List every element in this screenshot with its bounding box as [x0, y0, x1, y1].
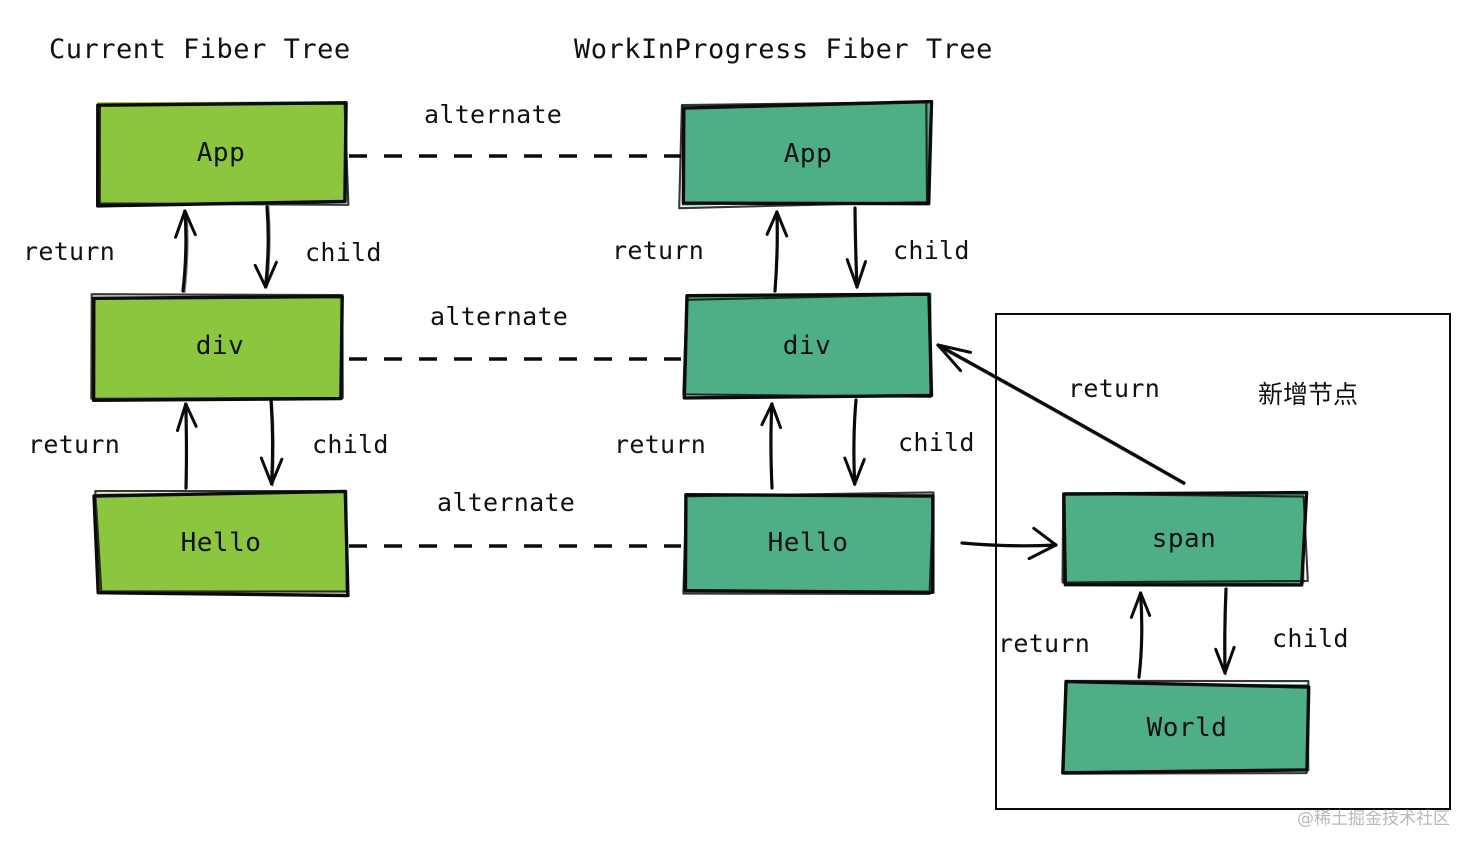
fiber-node-hello[interactable]: Hello	[684, 492, 932, 593]
alternate-label-2: alternate	[437, 488, 576, 517]
wip-edge-label-child-1: child	[893, 236, 970, 265]
return-arrow-up	[176, 402, 198, 491]
current-edge-label-child-1: child	[305, 238, 382, 267]
current-edge-label-return-0: return	[23, 237, 116, 266]
fiber-node-label: World	[1146, 712, 1228, 743]
return-arrow-up	[765, 210, 789, 293]
new-group-edge-label-child-2: child	[1272, 624, 1349, 653]
title-current-fiber-tree: Current Fiber Tree	[49, 34, 351, 65]
fiber-node-app[interactable]: App	[684, 103, 932, 204]
fiber-node-world[interactable]: World	[1065, 681, 1309, 774]
fiber-node-label: App	[783, 138, 833, 169]
fiber-node-div[interactable]: div	[96, 295, 344, 396]
fiber-node-label: Hello	[767, 527, 849, 558]
wip-edge-label-return-0: return	[612, 236, 705, 265]
fiber-node-div[interactable]: div	[683, 295, 931, 396]
new-group-edge-label-return-0: return	[1068, 374, 1161, 403]
return-arrow-up	[174, 209, 197, 294]
fiber-node-label: App	[196, 137, 246, 168]
child-arrow-down	[843, 398, 866, 487]
wip-edge-label-child-3: child	[898, 428, 975, 457]
new-nodes-caption: 新增节点	[1258, 380, 1359, 409]
current-edge-label-return-2: return	[28, 430, 121, 459]
child-arrow-down	[253, 205, 278, 289]
new-group-edge-label-return-1: return	[998, 629, 1091, 658]
new-nodes-group-frame	[995, 313, 1451, 810]
alternate-label-0: alternate	[424, 100, 563, 129]
fiber-node-label: Hello	[180, 527, 262, 558]
title-workinprogress-fiber-tree: WorkInProgress Fiber Tree	[574, 34, 993, 65]
fiber-node-label: div	[195, 330, 245, 361]
fiber-node-span[interactable]: span	[1062, 492, 1306, 585]
wip-edge-label-return-2: return	[614, 430, 707, 459]
fiber-node-label: span	[1151, 523, 1217, 554]
return-arrow-up	[760, 401, 782, 490]
fiber-node-label: div	[782, 330, 832, 361]
fiber-node-hello[interactable]: Hello	[97, 492, 345, 593]
child-arrow-down	[259, 398, 284, 487]
child-arrow-down	[845, 206, 867, 289]
fiber-node-app[interactable]: App	[97, 102, 345, 203]
watermark: @稀土掘金技术社区	[1297, 809, 1450, 829]
current-edge-label-child-3: child	[312, 430, 389, 459]
alternate-label-1: alternate	[430, 302, 569, 331]
